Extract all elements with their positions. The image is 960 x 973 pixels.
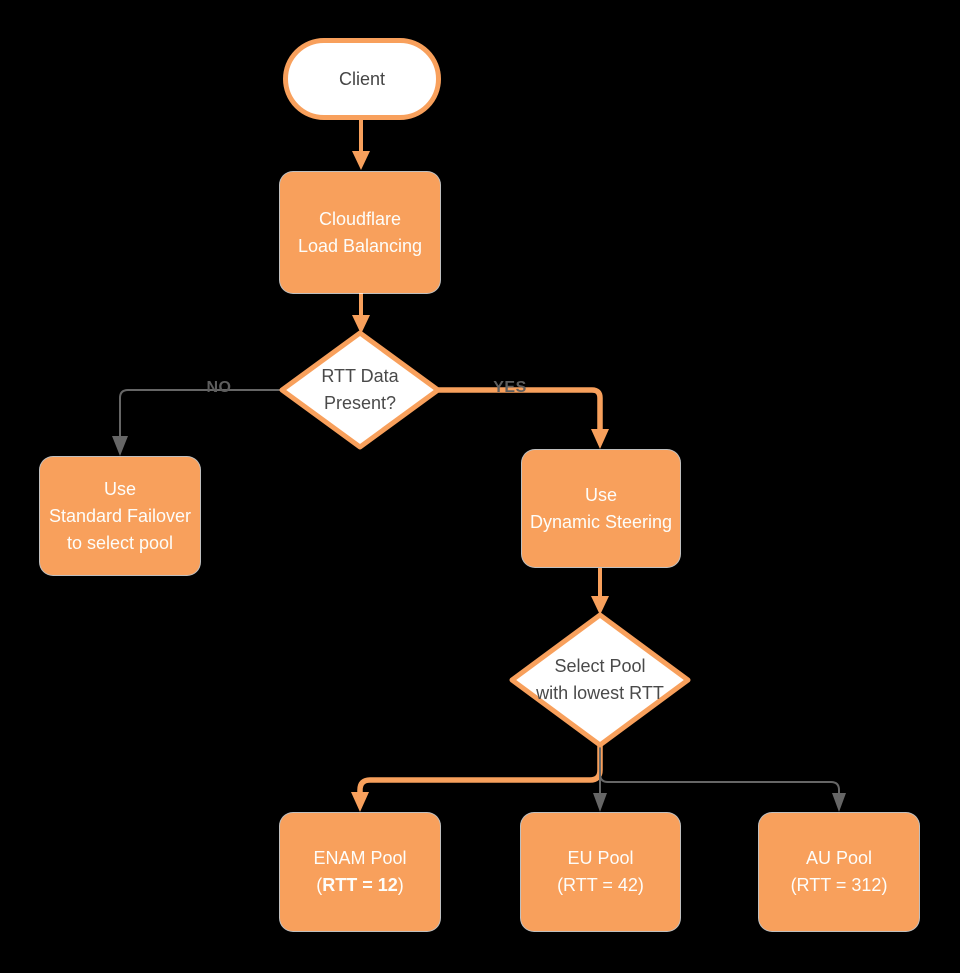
node-cloudflare-lb-line2: Load Balancing [297,235,423,256]
node-cloudflare-lb: Cloudflare Load Balancing [280,172,440,293]
edge-enam-connector [357,745,603,793]
node-client-label: Client [338,68,386,89]
node-dynamic-steering-line1: Use [584,484,617,505]
edge-client-lb-arrowhead [352,151,370,170]
node-standard-failover-line2: Standard Failover [48,505,192,526]
edge-no-connector [119,389,282,437]
node-standard-failover: Use Standard Failover to select pool [40,457,200,575]
edge-label-yes: YES [493,379,527,396]
node-au-pool-line1: AU Pool [805,848,873,868]
edge-au-connector [599,745,840,794]
enam-rtt-value: RTT = 12 [322,875,398,895]
node-dynamic-steering: Use Dynamic Steering [522,450,680,567]
edge-yes-connector [438,387,603,430]
enam-paren-open: ( [316,875,323,895]
node-cloudflare-lb-line1: Cloudflare [318,208,402,229]
node-eu-pool: EU Pool (RTT = 42) [521,813,680,931]
node-enam-pool-line1: ENAM Pool [313,848,407,868]
node-decision-rtt-label: RTT Data Present? [280,363,440,417]
decision-pool-shape [509,612,691,748]
edge-yes-arrowhead [591,429,609,449]
edge-lb-decision-arrowhead [352,315,370,334]
node-standard-failover-line1: Use [103,478,136,499]
enam-paren-close: ) [397,875,404,895]
node-eu-pool-line1: EU Pool [567,848,634,868]
edge-au-arrowhead [832,793,846,812]
decision-rtt-line2: Present? [323,393,397,413]
edge-eu-arrowhead [593,793,607,812]
node-au-pool: AU Pool (RTT = 312) [759,813,919,931]
edge-no-arrowhead [112,436,128,456]
node-au-pool-line2: (RTT = 312) [790,875,888,895]
node-client: Client [283,38,441,120]
decision-rtt-line1: RTT Data [321,366,399,386]
node-enam-pool: ENAM Pool (RTT = 12) [280,813,440,931]
node-eu-pool-line2: (RTT = 42) [557,875,644,895]
decision-pool-line2: with lowest RTT [536,683,664,703]
node-enam-pool-line2: (RTT = 12) [316,872,404,899]
node-decision-pool-label: Select Pool with lowest RTT [505,653,695,707]
edge-enam-arrowhead [351,792,369,812]
node-standard-failover-line3: to select pool [66,532,174,553]
edge-label-no: NO [206,379,232,396]
node-dynamic-steering-line2: Dynamic Steering [529,511,673,532]
decision-pool-line1: Select Pool [554,656,646,676]
edge-ds-decision-arrowhead [591,596,609,615]
decision-rtt-shape [279,330,441,450]
